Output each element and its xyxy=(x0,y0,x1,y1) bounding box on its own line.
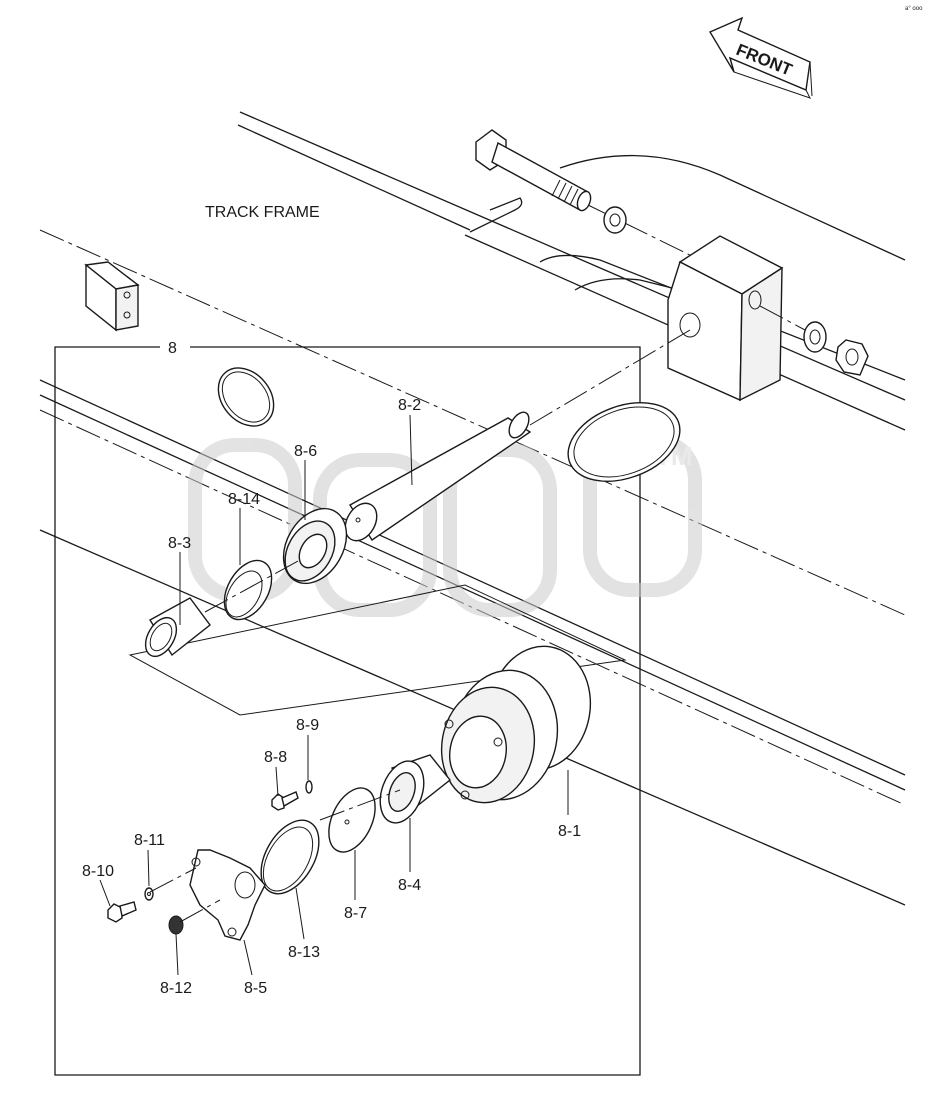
label-8-10: 8-10 xyxy=(82,863,114,880)
track-frame-label: TRACK FRAME xyxy=(205,204,320,221)
label-8-7: 8-7 xyxy=(344,905,367,922)
group-8-box: 8 xyxy=(54,340,641,1076)
mounting-bolt xyxy=(475,129,592,212)
screw-8-8 xyxy=(271,791,299,811)
corner-mark: a° ooo xyxy=(905,6,923,12)
washer-top xyxy=(603,206,627,234)
washer-8-9 xyxy=(305,780,313,794)
washer-8-11 xyxy=(144,887,154,901)
label-8-11: 8-11 xyxy=(134,832,165,849)
thrust-collar xyxy=(379,754,451,824)
track-frame-outline xyxy=(39,111,906,906)
label-8-4: 8-4 xyxy=(398,877,421,894)
label-8-12: 8-12 xyxy=(160,980,192,997)
shaft xyxy=(344,411,532,542)
label-8-14: 8-14 xyxy=(228,491,260,508)
o-ring-left xyxy=(217,367,275,427)
label-8-6: 8-6 xyxy=(294,443,317,460)
mounting-bracket xyxy=(667,235,784,402)
o-ring-13 xyxy=(260,819,320,895)
bushing xyxy=(144,597,211,658)
seal-ring xyxy=(282,507,348,585)
wear-plate xyxy=(84,261,140,332)
label-8-13: 8-13 xyxy=(288,944,320,961)
washer-right xyxy=(803,321,827,353)
thrust-plate xyxy=(328,787,376,853)
label-8-9: 8-9 xyxy=(296,717,319,734)
assembly-plane xyxy=(128,584,627,716)
group-8-label: 8 xyxy=(168,340,177,357)
label-8-3: 8-3 xyxy=(168,535,191,552)
bolt-8-10 xyxy=(107,901,137,923)
label-8-5: 8-5 xyxy=(244,980,267,997)
plug-8-12 xyxy=(168,915,184,935)
front-arrow: FRONT xyxy=(708,16,813,99)
label-8-2: 8-2 xyxy=(398,397,421,414)
label-8-1: 8-1 xyxy=(558,823,581,840)
nut-right xyxy=(835,339,869,376)
o-ring-14 xyxy=(223,559,273,621)
o-ring-right xyxy=(567,402,681,482)
end-cover xyxy=(189,849,266,941)
label-8-8: 8-8 xyxy=(264,749,287,766)
part-labels: 8-2 8-6 8-14 8-3 8-9 8-8 8-1 8-11 8-10 8… xyxy=(82,397,581,997)
roller xyxy=(440,645,592,804)
leader-lines xyxy=(99,414,569,976)
